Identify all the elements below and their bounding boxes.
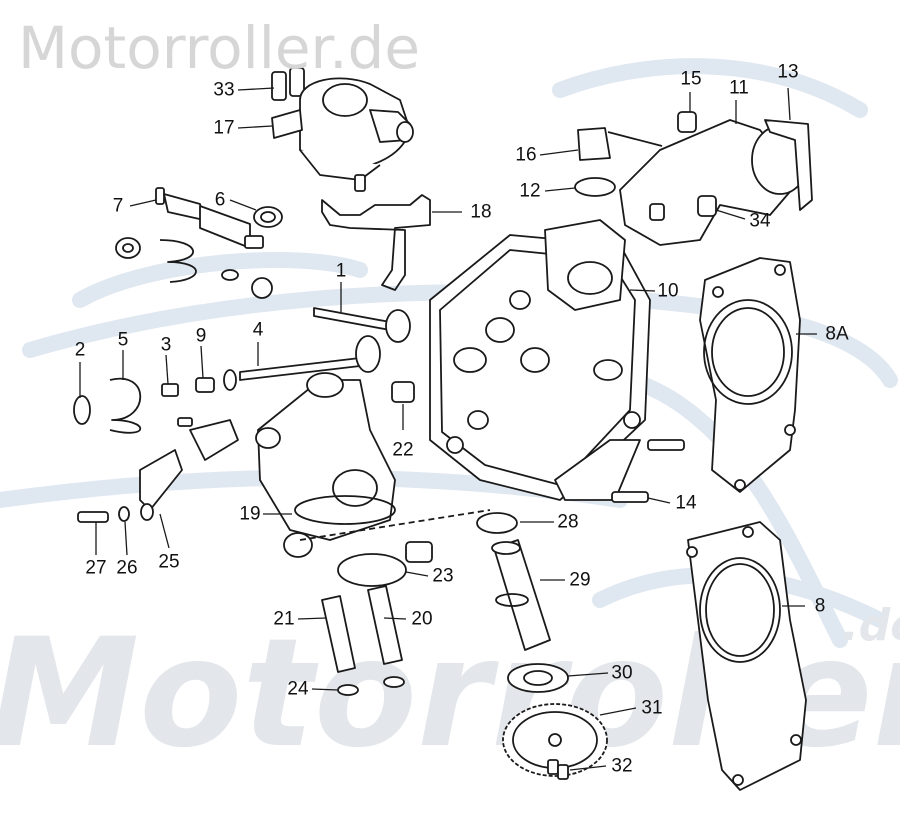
- part-gasket-8A: [699, 257, 801, 493]
- callout-13: 13: [777, 61, 799, 83]
- callout-19: 19: [239, 503, 261, 525]
- assembly-dashed-line: [299, 509, 491, 541]
- part-dowel-pins: [391, 381, 433, 563]
- callout-33: 33: [213, 79, 235, 101]
- callout-7: 7: [112, 195, 124, 217]
- part-rocker-arms: [77, 417, 239, 523]
- part-valve-1: [313, 307, 411, 343]
- callout-14: 14: [675, 492, 697, 514]
- watermark-domain-text: .de: [842, 600, 900, 651]
- part-intake-manifold: [574, 111, 813, 246]
- part-thermostat-housing: [271, 67, 414, 192]
- callout-11: 11: [729, 77, 749, 99]
- callout-26: 26: [116, 557, 138, 579]
- part-valve-spring-upper: [115, 237, 273, 299]
- callout-15: 15: [680, 68, 702, 90]
- callout-29: 29: [569, 569, 591, 591]
- part-bracket: [321, 194, 431, 291]
- callout-23: 23: [432, 565, 454, 587]
- callout-34: 34: [749, 210, 771, 232]
- callout-31: 31: [641, 697, 663, 719]
- part-camshaft-holder: [255, 372, 396, 558]
- callout-17: 17: [213, 117, 235, 139]
- callout-30: 30: [611, 662, 633, 684]
- callout-2: 2: [74, 339, 86, 361]
- part-studs: [611, 439, 685, 503]
- callout-28: 28: [557, 511, 579, 533]
- part-rocker-shafts: [321, 585, 405, 696]
- callout-22: 22: [392, 439, 414, 461]
- part-camshaft-assembly: [476, 512, 608, 780]
- leader-lines: [79, 87, 817, 771]
- callout-18: 18: [470, 201, 492, 223]
- callout-1: 1: [335, 260, 347, 282]
- callout-9: 9: [195, 325, 207, 347]
- callout-6: 6: [214, 189, 226, 211]
- callout-16: 16: [515, 144, 537, 166]
- callout-8A: 8A: [825, 323, 849, 345]
- callout-12: 12: [519, 180, 541, 202]
- part-valve-4: [239, 335, 381, 381]
- part-valve-seal-group: [73, 369, 237, 434]
- callout-4: 4: [252, 319, 264, 341]
- callout-8: 8: [814, 595, 826, 617]
- part-washer-6: [253, 206, 283, 228]
- callout-21: 21: [273, 608, 295, 630]
- callout-20: 20: [411, 608, 433, 630]
- callout-10: 10: [657, 280, 679, 302]
- part-cylinder-head: [429, 219, 651, 501]
- part-gasket-8: [686, 521, 807, 791]
- callout-32: 32: [611, 755, 633, 777]
- callout-24: 24: [287, 678, 309, 700]
- callout-27: 27: [85, 557, 107, 579]
- part-spark-plug: [155, 187, 264, 249]
- watermark-top-text: Motorroller.de: [18, 14, 421, 82]
- callout-3: 3: [160, 334, 172, 356]
- part-circlip: [337, 553, 407, 587]
- callout-5: 5: [117, 329, 129, 351]
- callout-25: 25: [158, 551, 180, 573]
